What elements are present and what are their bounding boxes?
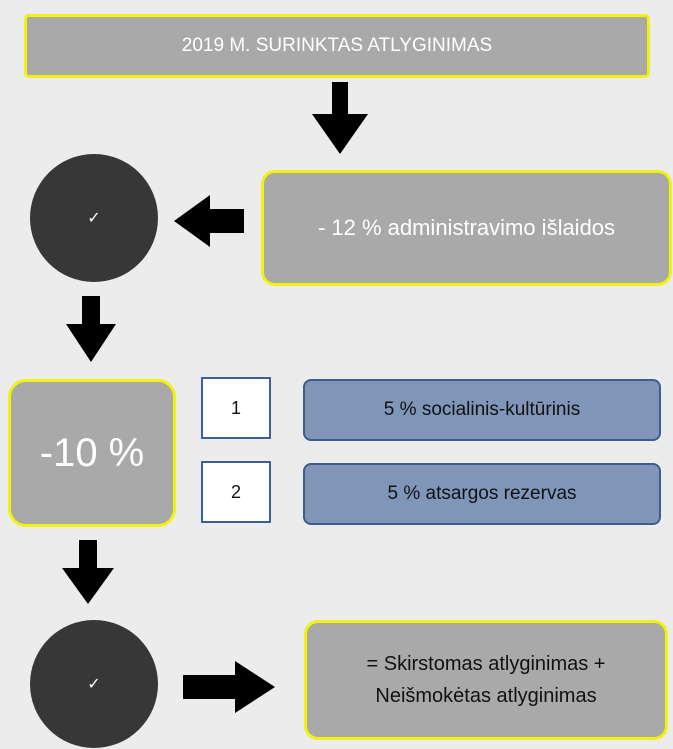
item-number-1: 1 <box>201 377 271 439</box>
item-box-2-label: 5 % atsargos rezervas <box>387 483 577 504</box>
title-box: 2019 M. SURINKTAS ATLYGINIMAS <box>24 14 650 78</box>
ten-percent-box: -10 % <box>8 379 176 527</box>
admin-costs-box: - 12 % administravimo išlaidos <box>261 170 672 286</box>
item-number-1-label: 1 <box>230 397 241 418</box>
ten-percent-label: -10 % <box>39 430 145 475</box>
item-box-2: 5 % atsargos rezervas <box>303 463 661 525</box>
result-text: = Skirstomas atlyginimas + Neišmokėtas a… <box>367 648 606 712</box>
arrow-down-1 <box>312 82 368 154</box>
admin-costs-label: - 12 % administravimo išlaidos <box>317 215 616 240</box>
check-icon: ✓ <box>87 210 101 227</box>
result-line-2: Neišmokėtas atlyginimas <box>375 685 597 707</box>
result-line-1: = Skirstomas atlyginimas + <box>366 653 606 675</box>
result-box: = Skirstomas atlyginimas + Neišmokėtas a… <box>304 620 668 740</box>
arrow-right <box>183 661 275 713</box>
item-number-2-label: 2 <box>230 481 241 502</box>
title-label: 2019 M. SURINKTAS ATLYGINIMAS <box>181 35 493 56</box>
check-circle-top: ✓ <box>30 154 158 282</box>
arrow-down-3 <box>62 540 114 604</box>
arrow-down-2 <box>66 296 116 362</box>
item-box-1-label: 5 % socialinis-kultūrinis <box>383 399 581 420</box>
item-box-1: 5 % socialinis-kultūrinis <box>303 379 661 441</box>
item-number-2: 2 <box>201 461 271 523</box>
check-icon: ✓ <box>87 676 101 693</box>
arrow-left <box>174 195 244 247</box>
check-circle-bottom: ✓ <box>30 620 158 748</box>
